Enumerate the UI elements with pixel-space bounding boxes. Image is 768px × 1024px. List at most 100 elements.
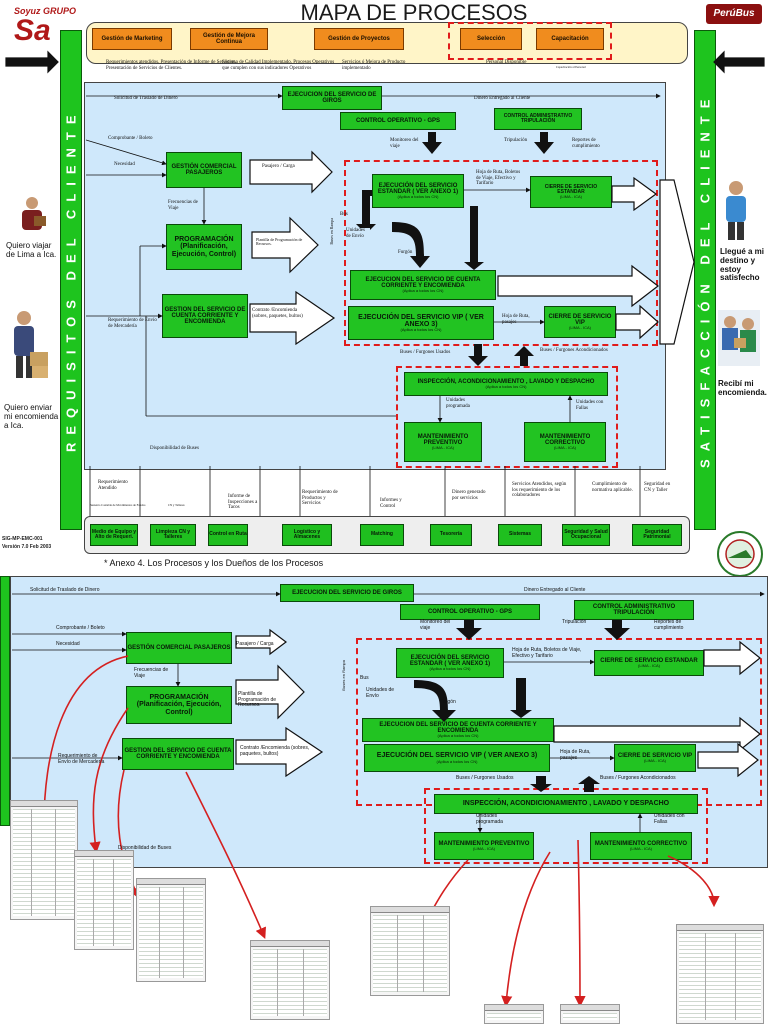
z-ejec-estandar-sub: (Aplica a todos los CN) <box>429 666 471 672</box>
z-lbl-hoja-ruta-vip: Hoja de Ruta, pasajes <box>560 749 591 761</box>
box-gestion-encomienda: GESTION DEL SERVICIO DE CUENTA CORRIENTE… <box>162 294 248 338</box>
customer-left-1: Quiero viajar de Lima a Ica. <box>6 241 57 259</box>
lbl-bus: Bus <box>340 212 348 217</box>
z-ejec-cuenta-sub: (Aplica a todos los CN) <box>437 733 479 739</box>
box-inspeccion: INSPECCIÓN, ACONDICIONAMIENTO , LAVADO Y… <box>404 372 608 396</box>
lbl-contrato: Contrato /Encomienda (sobres, paquetes, … <box>252 308 303 319</box>
logo-right: PerúBus <box>706 4 762 24</box>
z-lbl-contrato: Contrato /Encomienda (sobres, paquetes, … <box>240 745 310 757</box>
support-process-patrimonial: Seguridad Patrimonial <box>632 524 682 546</box>
z-lbl-pasajero: Pasajero / Carga <box>236 641 274 647</box>
logo-left: Soyuz GRUPO Sa <box>4 4 84 48</box>
z-lbl-disponibilidad: Disponibilidad de Buses <box>118 845 172 851</box>
inspeccion-sub: (Aplica a todos los CN) <box>485 384 527 390</box>
lbl-plantilla: Plantilla de Programación de Recursos. <box>256 237 303 247</box>
caption: * Anexo 4. Los Procesos y los Dueños de … <box>104 558 324 568</box>
note-mejora-producto: Servicios ó Mejora de Producto implement… <box>342 60 406 71</box>
form-thumbnail-2 <box>74 850 134 950</box>
process-mejora-continua: Gestión de Mejora Continua <box>190 28 268 50</box>
z-box-giros: EJECUCION DEL SERVICIO DE GIROS <box>280 584 414 602</box>
inspeccion-label: INSPECCIÓN, ACONDICIONAMIENTO , LAVADO Y… <box>417 378 595 385</box>
form-thumbnail-8 <box>676 924 764 1024</box>
z-lbl-monitoreo: Monitoreo del viaje <box>420 619 451 631</box>
support-process-sso: Seguridad y Salud Ocupacional <box>562 524 610 546</box>
lbl-buses-rampa: Buses en Rampa <box>329 218 334 245</box>
lbl-pasajero: Pasajero / Carga <box>262 164 295 169</box>
z-lbl-buses-acond: Buses / Furgones Acondicionados <box>600 775 676 781</box>
mant-prev-label: MANTENIMIENTO PREVENTIVO <box>417 433 469 446</box>
form-thumbnail-3 <box>136 878 206 982</box>
support-process-sistemas: Sistemas <box>498 524 542 546</box>
z-lbl-necesidad: Necesidad <box>56 641 80 647</box>
operational-dashed-group <box>344 160 658 346</box>
z-box-ejec-estandar: EJECUCIÓN DEL SERVICIO ESTANDAR ( VER AN… <box>396 648 504 678</box>
z-maintenance-dashed-group <box>424 788 708 864</box>
support-process-limpieza: Limpieza CN y Talleres <box>150 524 196 546</box>
lbl-informes-control: Informes y Control <box>380 498 402 509</box>
z-ejec-vip-label: EJECUCIÓN DEL SERVICIO VIP ( VER ANEXO 3… <box>376 752 538 760</box>
ejec-vip-sub: (Aplica a todos los CN) <box>400 327 442 333</box>
lbl-unidades-prog: Unidades programada <box>446 398 470 409</box>
z-cierre-vip-sub: (LIMA - ICA) <box>643 758 666 764</box>
z-box-cierre-vip: CIERRE DE SERVICIO VIP (LIMA - ICA) <box>614 744 696 772</box>
form-thumbnail-1 <box>10 800 78 920</box>
lbl-necesidad: Necesidad <box>114 162 135 167</box>
z-box-ejec-cuenta: EJECUCION DEL SERVICIO DE CUENTA CORRIEN… <box>362 718 554 742</box>
mant-prev-sub: (LIMA - ICA) <box>431 445 454 451</box>
support-process-tesoreria: Tesorería <box>430 524 472 546</box>
lbl-monitoreo: Monitoreo del viaje <box>390 138 419 149</box>
process-seleccion: Selección <box>460 28 522 50</box>
box-mant-correctivo: MANTENIMIENTO CORRECTIVO (LIMA - ICA) <box>524 422 606 462</box>
note-personal: Personal Disponible <box>486 60 527 65</box>
form-thumbnail-7 <box>560 1004 620 1024</box>
z-lbl-frecuencias: Frecuencias de Viaje <box>134 667 169 679</box>
support-process-control-ruta: Control en Ruta <box>208 524 248 546</box>
ejec-cuenta-sub: (Aplica a todos los CN) <box>402 288 444 294</box>
lbl-requerimiento-envio: Requerimiento de Envío de Mercadería <box>108 318 157 329</box>
form-thumbnail-4 <box>250 940 330 1020</box>
z-mant-corr-sub: (LIMA - ICA) <box>629 846 652 852</box>
lbl-solicitud: Solicitud de Traslado de Dinero <box>114 96 178 101</box>
customer-left-2: Quiero enviar mi encomienda a Ica. <box>4 403 59 430</box>
mant-corr-sub: (LIMA - ICA) <box>553 445 576 451</box>
z-ejec-estandar-label: EJECUCIÓN DEL SERVICIO ESTANDAR ( VER AN… <box>409 654 491 667</box>
customer-happy-icon <box>726 181 746 240</box>
box-programacion: PROGRAMACIÓN (Planificación, Ejecución, … <box>166 224 242 270</box>
company-seal <box>717 531 763 577</box>
lbl-sust-nota: Sustento Contable de Movimientos de Fond… <box>90 503 146 507</box>
process-proyectos: Gestión de Proyectos <box>314 28 404 50</box>
customer-right-2: Recibí mi encomienda. <box>718 379 767 397</box>
lbl-seguridad-cn: Seguridad en CN y Taller <box>644 482 671 493</box>
lbl-servicios-atendidos: Servicios Atendidos, según los requerimi… <box>512 482 567 498</box>
z-lbl-requerimiento-envio: Requerimiento de Envío de Mercadería <box>58 753 105 765</box>
lbl-dinero-generado: Dinero generado por servicios <box>452 490 486 501</box>
lbl-reportes: Reportes de cumplimiento <box>572 138 600 149</box>
z-box-gestion-encomienda: GESTION DEL SERVICIO DE CUENTA CORRIENTE… <box>122 738 234 770</box>
customer-receive-icon <box>718 310 760 366</box>
z-lbl-dinero: Dinero Entregado al Cliente <box>524 587 586 593</box>
z-box-mant-preventivo: MANTENIMIENTO PREVENTIVO (LIMA - ICA) <box>434 832 534 860</box>
page-title: MAPA DE PROCESOS <box>300 0 528 25</box>
lbl-hoja-ruta-vip: Hoja de Ruta, pasajes <box>502 314 530 325</box>
z-box-inspeccion: INSPECCIÓN, ACONDICIONAMIENTO , LAVADO Y… <box>434 794 698 814</box>
lbl-dinero: Dinero Entregado al Cliente <box>474 96 531 101</box>
cierre-estandar-sub: (LIMA - ICA) <box>559 194 582 200</box>
logo-left-top: Soyuz GRUPO <box>14 6 77 16</box>
process-capacitacion: Capacitación <box>536 28 604 50</box>
process-marketing: Gestión de Marketing <box>92 28 172 50</box>
box-ejec-vip: EJECUCIÓN DEL SERVICIO VIP ( VER ANEXO 3… <box>348 306 494 340</box>
z-box-mant-correctivo: MANTENIMIENTO CORRECTIVO (LIMA - ICA) <box>590 832 692 860</box>
support-process-matching: Matching <box>360 524 404 546</box>
ejec-estandar-sub: (Aplica a todos los CN) <box>397 194 439 200</box>
box-ejec-estandar: EJECUCIÓN DEL SERVICIO ESTANDAR ( VER AN… <box>372 174 464 208</box>
lbl-req-productos: Requerimiento de Productos y Servicios <box>302 490 338 506</box>
lbl-cn-talleres: CN y Talleres <box>168 503 185 507</box>
doc-code: SIG-MP-EMC-001 <box>2 536 43 542</box>
z-ejec-cuenta-label: EJECUCION DEL SERVICIO DE CUENTA CORRIEN… <box>379 721 537 734</box>
note-capacitacion: Capacitación al Personal <box>556 65 586 69</box>
box-mant-preventivo: MANTENIMIENTO PREVENTIVO (LIMA - ICA) <box>404 422 482 462</box>
doc-version: Versión 7.0 Feb 2003 <box>2 544 52 550</box>
z-lbl-reportes: Reportes de cumplimiento <box>654 619 684 631</box>
z-cierre-estandar-sub: (LIMA - ICA) <box>637 663 660 669</box>
lbl-cumplimiento: Cumplimiento de normativa aplicable. <box>592 482 633 493</box>
